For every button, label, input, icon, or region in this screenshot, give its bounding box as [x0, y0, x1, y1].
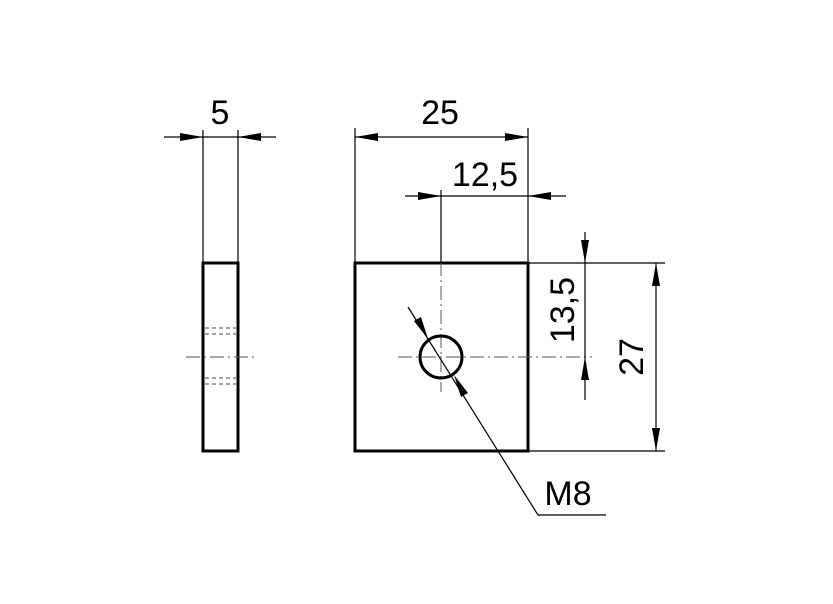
dimension-arrow	[180, 133, 203, 141]
front-view: 25 12,5 13,5 27	[353, 94, 665, 516]
dimension-arrow	[528, 192, 551, 200]
dimension-arrow	[581, 357, 589, 380]
width-label: 25	[421, 94, 459, 132]
height-dimension: 27	[528, 262, 665, 452]
leader-arrow	[414, 317, 428, 339]
hole-offset-x-dimension: 12,5	[405, 156, 566, 263]
thread-leader: M8	[407, 306, 606, 516]
hole-offset-y-label: 13,5	[544, 277, 582, 343]
dimension-arrow	[652, 263, 660, 286]
dimension-arrow	[652, 428, 660, 451]
hole-offset-y-dimension: 13,5	[528, 232, 602, 400]
leader-line	[407, 306, 539, 516]
dimension-arrow	[238, 133, 261, 141]
dimension-arrow	[418, 192, 441, 200]
dimension-arrow	[355, 133, 378, 141]
side-view: 5	[164, 94, 276, 453]
hole-offset-x-label: 12,5	[452, 156, 518, 194]
thickness-dimension: 5	[164, 94, 276, 263]
thickness-label: 5	[211, 94, 230, 132]
height-label: 27	[613, 338, 651, 376]
thread-label: M8	[544, 475, 591, 513]
leader-arrow	[454, 375, 468, 397]
side-view-hidden-thread	[205, 327, 236, 385]
thread-major-arc	[419, 335, 464, 376]
dimension-arrow	[505, 133, 528, 141]
dimension-arrow	[581, 240, 589, 263]
